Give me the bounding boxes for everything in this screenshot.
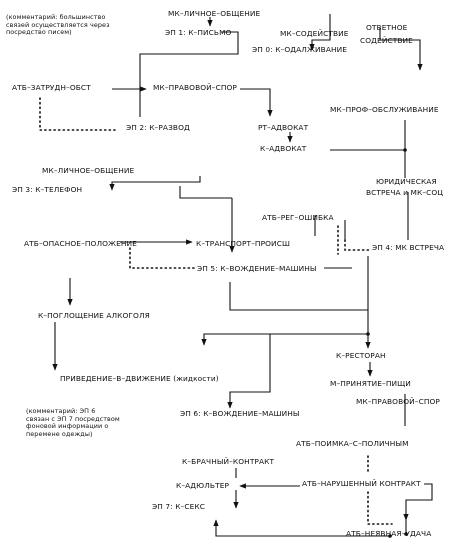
- node-k-pogloshchenie-alkogolya: К–ПОГЛОЩЕНИЕ АЛКОГОЛЯ: [38, 311, 150, 320]
- node-ep2-razvod: ЭП 2: К–РАЗВОД: [126, 123, 190, 132]
- node-mk-sodeystvie: МК–СОДЕЙСТВИЕ: [280, 29, 349, 38]
- node-k-restoran: К–РЕСТОРАН: [336, 351, 386, 360]
- node-mk-pravovoy-spor-2: МК–ПРАВОВОЙ–СПОР: [356, 397, 440, 406]
- node-mk-lichnoe-obshchenie-2: МК–ЛИЧНОЕ–ОБЩЕНИЕ: [42, 166, 135, 175]
- node-atb-neyavnaya-udacha: АТБ–НЕЯВНАЯ–УДАЧА: [346, 529, 432, 538]
- node-mk-prof-obsluzhivanie: МК–ПРОФ–ОБСЛУЖИВАНИЕ: [330, 105, 439, 114]
- node-k-advokat: К–АДВОКАТ: [260, 144, 307, 153]
- node-ep-odalzhivanie: ЭП 0: К–ОДАЛЖИВАНИЕ: [252, 45, 348, 54]
- node-mk-lichnoe-obshchenie-1: МК–ЛИЧНОЕ–ОБЩЕНИЕ: [168, 9, 261, 18]
- node-atb-poimka: АТБ–ПОИМКА–С–ПОЛИЧНЫМ: [296, 439, 409, 448]
- node-yuridicheskaya-line2: ВСТРЕЧА и МК–СОЦ: [366, 188, 444, 197]
- node-ep1-pismo: ЭП 1: К–ПИСЬМО: [165, 28, 232, 37]
- node-yuridicheskaya-line1: ЮРИДИЧЕСКАЯ: [376, 177, 437, 186]
- node-ep7-seks: ЭП 7: К–СЕКС: [152, 502, 205, 511]
- node-atb-opasnoe-polozhenie: АТБ–ОПАСНОЕ–ПОЛОЖЕНИЕ: [24, 239, 137, 248]
- comment-bottom: (комментарий: ЭП 6 связан с ЭП 7 посредс…: [26, 407, 120, 438]
- node-k-adulter: К–АДЮЛЬТЕР: [176, 481, 230, 490]
- node-otvetnoe-line1: ОТВЕТНОЕ: [366, 23, 408, 32]
- node-otvetnoe-line2: СОДЕЙСТВИЕ: [360, 36, 413, 45]
- node-k-transport-proissh: К–ТРАНСПОРТ–ПРОИСШ: [196, 239, 290, 248]
- comment-top: (комментарий: большинство связей осущест…: [6, 13, 110, 37]
- node-k-brachny-kontrakt: К–БРАЧНЫЙ–КОНТРАКТ: [182, 457, 275, 466]
- node-ep5-vozhdenie: ЭП 5: К–ВОЖДЕНИЕ–МАШИНЫ: [197, 264, 317, 273]
- node-atb-narushenny-kontrakt: АТБ–НАРУШЕННЫЙ КОНТРАКТ: [302, 479, 421, 488]
- node-m-prinyatie-pishchi: М–ПРИНЯТИЕ–ПИЩИ: [330, 379, 411, 388]
- node-ep6-vozhdenie: ЭП 6: К–ВОЖДЕНИЕ–МАШИНЫ: [180, 409, 300, 418]
- node-rt-advokat: РТ–АДВОКАТ: [258, 123, 309, 132]
- node-privedenie-v-dvizhenie: ПРИВЕДЕНИЕ–В–ДВИЖЕНИЕ (жидкости): [60, 374, 219, 383]
- node-atb-reg-oshibka: АТБ–РЕГ–ОШИБКА: [262, 213, 334, 222]
- node-ep3-telefon: ЭП 3: К–ТЕЛЕФОН: [12, 185, 83, 194]
- node-atb-zatrudn-obst: АТБ–ЗАТРУДН–ОБСТ: [12, 83, 91, 92]
- node-ep4-mk-vstrecha: ЭП 4: МК ВСТРЕЧА: [372, 243, 445, 252]
- node-mk-pravovoy-spor: МК–ПРАВОВОЙ–СПОР: [153, 83, 237, 92]
